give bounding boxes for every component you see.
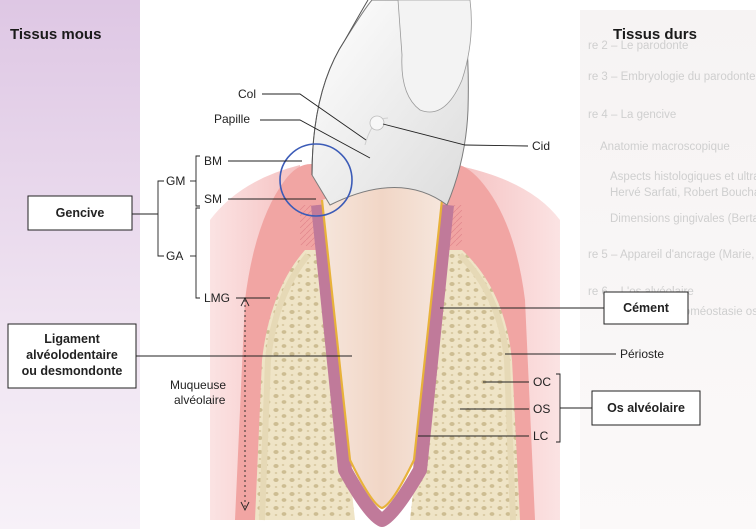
bg-text-line: re 4 – La gencive [588, 109, 676, 121]
label-papille: Papille [214, 112, 250, 126]
box-cement [603, 291, 689, 325]
box-ligament-line2: alvéolodentaire [26, 348, 118, 362]
box-ligament [7, 323, 137, 389]
bracket-gencive [157, 180, 164, 257]
label-perioste: Périoste [620, 347, 664, 361]
soft-tissue-panel [0, 0, 140, 529]
bg-text-line: Dimensions gingivales (Bertaun, François… [610, 213, 756, 225]
root-dentin [322, 187, 442, 508]
bg-text-line: Anatomie macroscopique [600, 141, 730, 153]
cementum-line [320, 199, 444, 510]
bg-text-line: re 5 – Appareil d'ancrage (Marie, Bertau… [588, 249, 756, 261]
bracket-gm [195, 155, 200, 207]
label-ga: GA [166, 249, 183, 263]
adjacent-crown [397, 0, 472, 113]
leader-col [262, 93, 367, 141]
bg-text-line: Aspects histologiques et ultrastructurau… [610, 171, 756, 183]
label-lc: LC [533, 429, 549, 443]
box-ligament-line1: Ligament [44, 332, 100, 346]
bg-text-line: Hervé Sarfati, Robert Bouchar [610, 187, 756, 199]
tooth-illustration [210, 0, 560, 527]
label-os: OS [533, 402, 550, 416]
tooth-outline [311, 0, 369, 176]
label-lmg: LMG [204, 291, 230, 305]
hard-tissue-panel [580, 10, 756, 529]
box-gencive [27, 195, 133, 231]
box-os-alveolaire-text: Os alvéolaire [607, 401, 685, 415]
label-muqueuse-line1: Muqueuse [170, 378, 226, 392]
leader-papille [260, 119, 371, 159]
label-cid: Cid [532, 139, 550, 153]
bg-text-line: re 3 – Embryologie du parodonte (Bossy) [588, 71, 756, 83]
box-ligament-line3: ou desmondonte [22, 364, 123, 378]
label-col: Col [238, 87, 256, 101]
heading-soft-tissues: Tissus mous [10, 26, 101, 43]
bg-text-line: re 2 – Le parodonte [588, 40, 688, 52]
label-muqueuse-line2: alvéolaire [174, 393, 226, 407]
periodontal-ligament [311, 204, 454, 527]
box-os-alveolaire [591, 390, 701, 426]
cid-marker [369, 115, 385, 131]
box-cement-text: Cément [623, 301, 670, 315]
bracket-ga [195, 207, 200, 299]
highlight-circle [279, 143, 353, 217]
label-bm: BM [204, 154, 222, 168]
label-sm: SM [204, 192, 222, 206]
label-gm: GM [166, 174, 185, 188]
cortical-bone-right [457, 252, 516, 521]
box-gencive-text: Gencive [56, 206, 105, 220]
heading-hard-tissues: Tissus durs [613, 26, 697, 43]
label-oc: OC [533, 375, 551, 389]
mucosa-arrow-bottom [240, 501, 250, 512]
leader-cid [382, 123, 529, 147]
